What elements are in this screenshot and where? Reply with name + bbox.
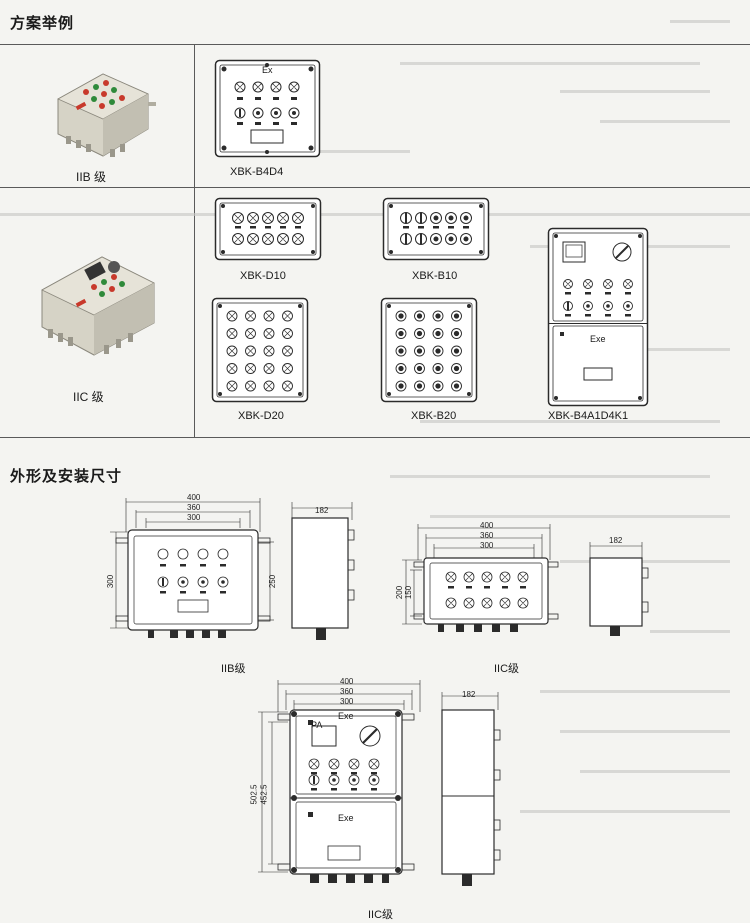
iic-enclosure-photo (41, 256, 155, 356)
divider (0, 437, 750, 438)
model-label-b20: XBK-B20 (411, 410, 457, 422)
iic-front-drawing-1 (402, 524, 559, 632)
panel-xbk-b20 (380, 297, 478, 403)
panel-mark-ex: Ex (262, 65, 273, 75)
panel-xbk-b10 (382, 197, 490, 261)
dim-depth-182-b: 182 (609, 536, 623, 545)
dim-height-502: 502.5 (249, 784, 259, 805)
divider (0, 187, 750, 188)
divider (0, 44, 750, 45)
caption-iic-1: IIC级 (494, 663, 520, 675)
panel-xbk-d10 (214, 197, 322, 261)
column-divider (194, 44, 195, 437)
panel-xbk-d20 (211, 297, 309, 403)
dim-width-400-b: 400 (480, 521, 494, 530)
panel-mark-exe-2: Exe (338, 711, 354, 721)
section-title-scheme: 方案举例 (10, 14, 75, 32)
dim-width-360-b: 360 (480, 531, 494, 540)
model-label-b4a1d4k1: XBK-B4A1D4K1 (548, 410, 629, 422)
dim-height-250: 250 (268, 574, 278, 589)
grade-label-iib: IIB 级 (76, 170, 107, 184)
dim-width-400: 400 (187, 493, 201, 502)
iic-side-drawing-1 (589, 542, 649, 636)
dim-height-300: 300 (106, 574, 116, 589)
dim-width-300-b: 300 (480, 541, 494, 550)
model-label-d10: XBK-D10 (240, 270, 286, 282)
caption-iib: IIB级 (221, 663, 246, 675)
iic-side-drawing-2 (441, 692, 501, 886)
caption-iic-2: IIC级 (368, 909, 394, 921)
dim-width-360-c: 360 (340, 687, 354, 696)
dim-width-360: 360 (187, 503, 201, 512)
panel-mark-pa: PA (311, 720, 323, 730)
dim-depth-182: 182 (315, 506, 329, 515)
panel-xbk-b4a1d4k1 (547, 227, 649, 407)
dim-height-150: 150 (404, 585, 414, 600)
iib-side-drawing (291, 502, 355, 640)
model-label-b10: XBK-B10 (412, 270, 458, 282)
dim-depth-182-c: 182 (462, 690, 476, 699)
grade-label-iic: IIC 级 (73, 390, 104, 404)
dim-width-300: 300 (187, 513, 201, 522)
dim-height-200: 200 (395, 585, 405, 600)
model-label-d20: XBK-D20 (238, 410, 284, 422)
dim-width-400-c: 400 (340, 677, 354, 686)
iib-enclosure-photo (57, 73, 156, 157)
model-label-b4d4: XBK-B4D4 (230, 166, 284, 178)
panel-mark-exe-1: Exe (590, 334, 606, 344)
iib-front-drawing (110, 498, 274, 638)
panel-xbk-b4d4 (214, 59, 321, 158)
iic-front-drawing-2 (258, 680, 421, 883)
panel-mark-exe-3: Exe (338, 813, 354, 823)
section-title-dimensions: 外形及安装尺寸 (10, 467, 123, 485)
dim-width-300-c: 300 (340, 697, 354, 706)
dim-height-452: 452.5 (259, 784, 269, 805)
